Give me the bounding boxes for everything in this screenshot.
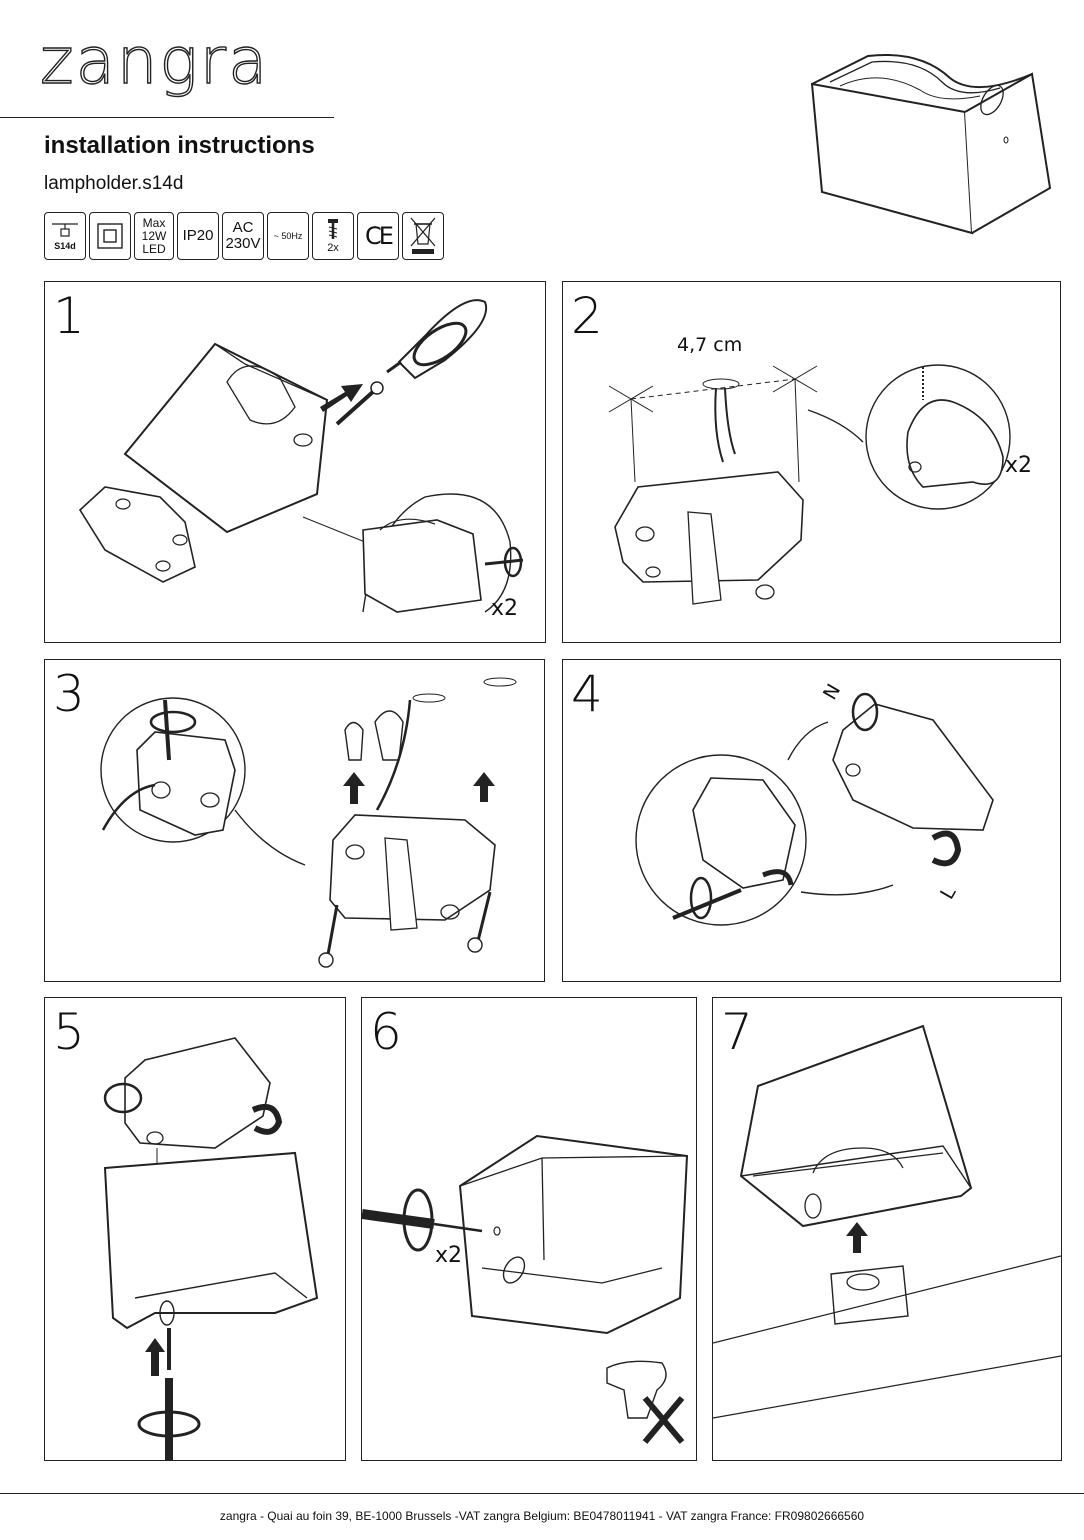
step-6-panel: 6 x2 xyxy=(361,997,697,1461)
s14d-socket-icon: S14d xyxy=(44,212,86,260)
screw-count-label: 2x xyxy=(327,241,339,254)
max-power-badge: Max 12W LED xyxy=(134,212,174,260)
class-ii-icon xyxy=(89,212,131,260)
step-7-panel: 7 xyxy=(712,997,1062,1461)
step-number: 6 xyxy=(370,1003,402,1061)
step-number: 2 xyxy=(571,287,603,345)
screw-icon xyxy=(328,218,338,239)
footer-divider xyxy=(0,1493,1084,1494)
voltage-ac-label: AC xyxy=(232,219,254,236)
screw-count-badge: 2x xyxy=(312,212,354,260)
frequency-label: ~ 50Hz xyxy=(273,230,303,241)
step-number: 5 xyxy=(53,1003,85,1061)
frequency-badge: ~ 50Hz xyxy=(267,212,309,260)
step-4-illustration xyxy=(635,692,994,926)
drill-distance-label: 4,7 cm xyxy=(677,334,743,356)
voltage-badge: AC 230V xyxy=(222,212,264,260)
step-5-illustration xyxy=(103,1037,319,1460)
step-number: 1 xyxy=(53,287,85,345)
ip-rating-label: IP20 xyxy=(182,227,214,244)
power-label: 12W xyxy=(141,228,167,243)
ip-rating-badge: IP20 xyxy=(177,212,219,260)
step-number: 3 xyxy=(53,665,85,723)
step-5-panel: 5 xyxy=(44,997,346,1461)
step-2-quantity-label: x2 xyxy=(1005,453,1033,478)
weee-bin-icon xyxy=(402,212,444,260)
max-label: Max xyxy=(142,215,166,230)
product-illustration xyxy=(810,53,1052,235)
socket-label: S14d xyxy=(54,241,76,251)
led-label: LED xyxy=(142,241,166,256)
step-3-panel: 3 xyxy=(44,659,545,982)
step-number: 4 xyxy=(571,665,603,723)
step-1-panel: 1 x2 xyxy=(44,281,546,643)
step-1-quantity-label: x2 xyxy=(491,596,519,621)
ce-mark-label: CE xyxy=(365,222,394,250)
brand-logo: zangra xyxy=(39,24,270,99)
company-footer: zangra - Quai au foin 39, BE-1000 Brusse… xyxy=(219,1509,865,1523)
step-1-illustration xyxy=(78,299,524,613)
ce-mark-icon: CE xyxy=(357,212,399,260)
step-6-quantity-label: x2 xyxy=(435,1243,463,1268)
step-6-illustration xyxy=(362,1134,689,1444)
spec-icons-row: S14d Max 12W LED IP20 AC 230V ~ 50Hz 2x … xyxy=(44,212,444,262)
product-name: lampholder.s14d xyxy=(44,173,184,194)
step-2-panel: 2 4,7 cm x2 xyxy=(562,281,1061,643)
step-2-illustration xyxy=(608,364,1011,605)
step-4-panel: 4 N L xyxy=(562,659,1061,982)
step-number: 7 xyxy=(721,1003,753,1061)
document-title: installation instructions xyxy=(44,132,315,159)
step-3-illustration xyxy=(100,677,517,968)
step-7-illustration xyxy=(713,1024,1061,1419)
voltage-value-label: 230V xyxy=(225,235,261,252)
header-divider xyxy=(0,117,334,118)
